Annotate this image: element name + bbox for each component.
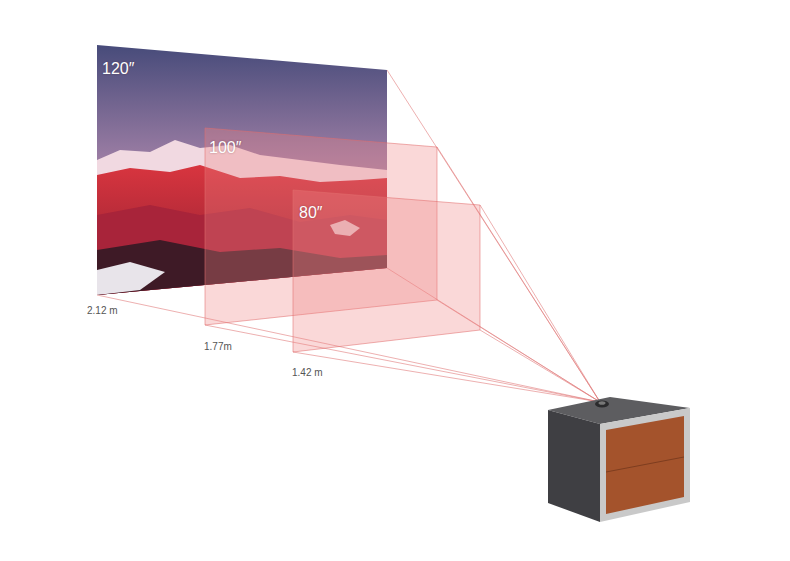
screen-size: 120″ (102, 60, 134, 78)
screen-size: 100″ (209, 139, 241, 157)
screen-shape (293, 190, 480, 352)
projection-lines (97, 70, 600, 402)
distance-label: 1.42 m (291, 367, 324, 379)
distance-label: 2.12 m (86, 305, 119, 317)
distance-label: 1.77m (203, 341, 233, 353)
screen-size: 80″ (299, 204, 322, 222)
projection-screen: 80″ (293, 190, 480, 352)
projector (548, 397, 690, 522)
